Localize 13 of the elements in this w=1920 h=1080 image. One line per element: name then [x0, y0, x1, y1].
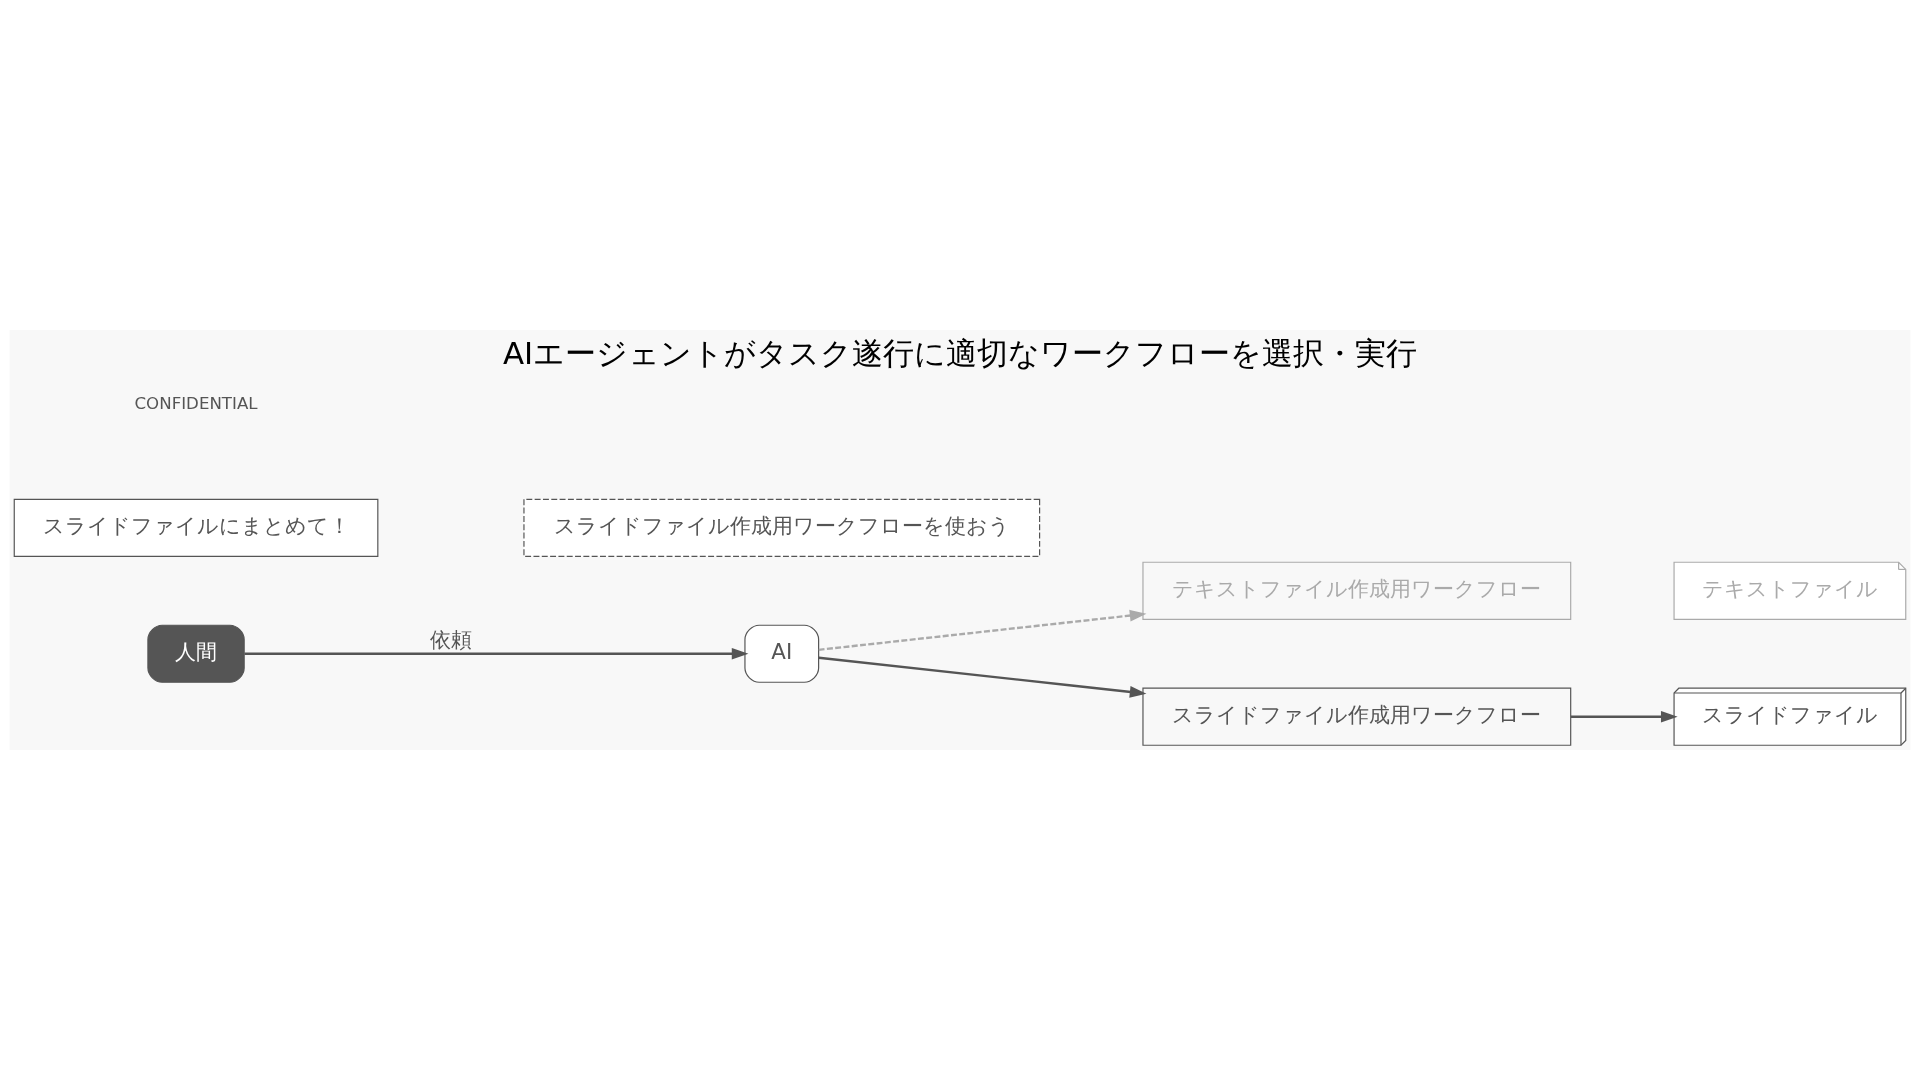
label: CONFIDENTIAL — [134, 393, 258, 413]
node-box: スライドファイル作成用ワークフローを使おう — [523, 498, 1041, 557]
arrow — [1570, 710, 1678, 723]
arrow — [244, 647, 749, 660]
arrow — [818, 656, 1147, 698]
node-box: スライドファイル作成用ワークフロー — [1142, 687, 1572, 746]
node-box: スライドファイルにまとめて！ — [13, 498, 379, 557]
node-box: AI — [744, 624, 820, 683]
diagram-title: AIエージェントがタスク遂行に適切なワークフローを選択・実行 — [502, 335, 1418, 372]
arrow — [818, 609, 1147, 651]
node-box: テキストファイル作成用ワークフロー — [1142, 561, 1572, 620]
node-box: 人間 — [147, 624, 245, 683]
edge-label: 依頼 — [429, 627, 472, 653]
